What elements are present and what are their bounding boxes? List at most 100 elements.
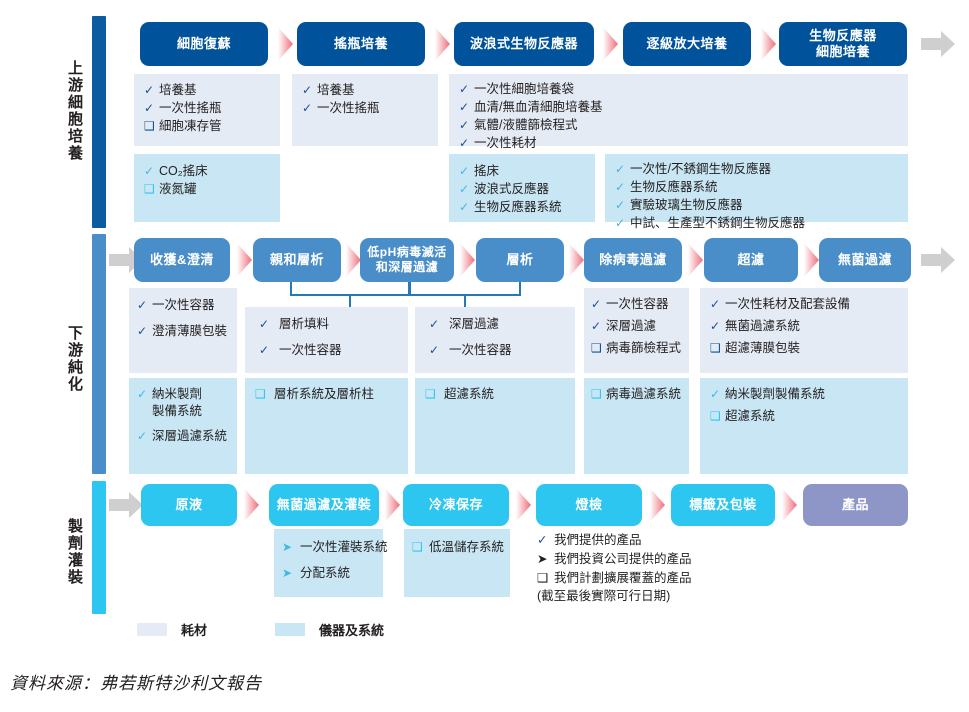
list-item: ➤分配系統 [282, 565, 351, 580]
step-pill-label: 生物反應器 細胞培養 [809, 27, 877, 59]
list-item: ❑超濾薄膜包裝 [710, 340, 801, 355]
instrument-panel: ❑層析系統及層析柱 [245, 378, 408, 474]
legend-instruments: 儀器及系統 [275, 620, 384, 639]
check-icon: ✓ [615, 179, 626, 194]
item-list: ✓納米製劑製備系統 ❑超濾系統 [700, 378, 908, 425]
step-pill-scale-up[interactable]: 逐級放大培養 [623, 22, 751, 66]
list-item: ✓一次性/不銹鋼生物反應器 [615, 162, 771, 176]
list-item: ✓深層過濾 [591, 318, 657, 333]
consumable-panel: ✓深層過濾 ✓一次性容器 [415, 307, 575, 373]
check-icon: ✓ [137, 323, 148, 338]
check-icon: ✓ [459, 82, 470, 96]
step-pill-low-ph-inactivation[interactable]: 低pH病毒滅活 和深層過濾 [360, 238, 454, 282]
key-row: ➤我們投資公司提供的產品 [537, 550, 797, 569]
item-list: ✓一次性/不銹鋼生物反應器 ✓生物反應器系統 ✓實驗玻璃生物反應器 ✓中試、生產… [605, 154, 908, 232]
step-pill-sterile-filtration[interactable]: 無菌過濾 [819, 238, 911, 282]
chevron-separator-icon [569, 243, 584, 277]
check-icon: ✓ [137, 428, 148, 443]
list-item: ✓層析填料 [259, 317, 330, 331]
list-item: ✓一次性容器 [591, 297, 669, 311]
stage-bar-upstream [92, 16, 106, 228]
step-pill-cell-recovery[interactable]: 細胞復蘇 [140, 22, 268, 66]
instrument-panel: ✓納米製劑 製備系統 ✓深層過濾系統 [129, 378, 237, 474]
list-item: ✓生物反應器系統 [615, 179, 718, 194]
step-pill-frozen-storage[interactable]: 冷凍保存 [403, 484, 509, 526]
step-pill-bioreactor-culture[interactable]: 生物反應器 細胞培養 [779, 22, 907, 66]
chevron-separator-icon [244, 488, 259, 522]
source-note: 資料來源：弗若斯特沙利文報告 [10, 674, 262, 693]
step-pill-sterile-filtration-filling[interactable]: 無菌過濾及灌裝 [269, 484, 379, 526]
step-pill-product[interactable]: 產品 [803, 484, 908, 526]
list-item: ✓一次性搖瓶 [144, 100, 222, 115]
item-list: ❑層析系統及層析柱 [245, 378, 408, 403]
step-pill-affinity-chromatography[interactable]: 親和層析 [253, 238, 341, 282]
instrument-panel: ✓納米製劑製備系統 ❑超濾系統 [700, 378, 908, 474]
step-pill-chromatography[interactable]: 層析 [476, 238, 564, 282]
row-label-formulation: 製劑灌裝 [66, 518, 83, 586]
list-item: ✓CO₂搖床 [144, 164, 208, 178]
step-pill-shake-flask[interactable]: 搖瓶培養 [297, 22, 425, 66]
check-icon: ✓ [615, 197, 626, 212]
check-icon: ✓ [615, 215, 626, 230]
chevron-separator-icon [782, 488, 797, 522]
item-list: ❑超濾系統 [415, 378, 575, 403]
chevron-separator-icon [346, 243, 361, 277]
chevron-separator-icon [237, 243, 252, 277]
list-item: ✓澄清薄膜包裝 [137, 323, 228, 338]
chevron-separator-icon [603, 27, 618, 61]
check-icon: ✓ [459, 117, 470, 132]
legend-consumables: 耗材 [137, 620, 207, 639]
check-icon: ✓ [429, 342, 440, 357]
item-list: ❑病毒過濾系統 [584, 378, 689, 403]
list-item: ➤一次性灌裝系統 [282, 540, 388, 554]
list-item: ✓生物反應器系統 [459, 199, 562, 214]
check-icon: ✓ [302, 83, 313, 97]
flow-arrow-icon [921, 31, 955, 57]
consumable-panel: ✓培養基 ✓一次性搖瓶 ❑細胞凍存管 [134, 74, 280, 146]
item-list: ✓層析填料 ✓一次性容器 [245, 307, 408, 359]
item-list: ✓一次性容器 ✓深層過濾 ❑病毒篩檢程式 [584, 288, 689, 357]
check-icon: ✓ [459, 199, 470, 214]
list-item: ✓無菌過濾系統 [710, 318, 801, 333]
check-icon: ✓ [459, 181, 470, 196]
chevron-separator-icon [278, 27, 293, 61]
row-label-upstream: 上游細胞培養 [66, 60, 83, 162]
step-pill-labeling-packaging[interactable]: 標籤及包裝 [671, 484, 775, 526]
list-item: ✓波浪式反應器 [459, 181, 550, 196]
step-pill-ultrafiltration[interactable]: 超濾 [704, 238, 798, 282]
step-pill-virus-filtration[interactable]: 除病毒過濾 [584, 238, 682, 282]
legend-swatch [275, 623, 305, 636]
consumable-panel: ✓一次性容器 ✓深層過濾 ❑病毒篩檢程式 [584, 288, 689, 373]
check-icon: ✓ [302, 100, 313, 115]
chevron-separator-icon [435, 27, 450, 61]
step-pill-harvest-clarification[interactable]: 收獲&澄清 [134, 238, 230, 282]
list-item: ✓培養基 [302, 83, 355, 97]
check-icon: ✓ [259, 342, 270, 357]
list-item: ✓血清/無血清細胞培養基 [459, 99, 603, 114]
key-row: ✓我們提供的產品 [537, 531, 797, 550]
chevron-separator-icon [385, 488, 400, 522]
item-list: ✓CO₂搖床 ❑液氮罐 [134, 154, 280, 198]
step-pill-wave-bioreactor[interactable]: 波浪式生物反應器 [454, 22, 594, 66]
list-item: ✓一次性容器 [137, 298, 215, 312]
list-item: ❑低溫儲存系統 [412, 540, 505, 554]
bracket-connector [290, 282, 410, 308]
item-list: ✓納米製劑 製備系統 ✓深層過濾系統 [129, 378, 237, 445]
list-item: ✓培養基 [144, 83, 197, 97]
item-list: ✓一次性細胞培養袋 ✓血清/無血清細胞培養基 ✓氣體/液體篩檢程式 ✓一次性耗材 [449, 74, 908, 152]
instrument-panel: ❑病毒過濾系統 [584, 378, 689, 474]
item-list: ✓深層過濾 ✓一次性容器 [415, 307, 575, 359]
list-item: ✓氣體/液體篩檢程式 [459, 117, 578, 132]
item-list: ✓培養基 ✓一次性搖瓶 ❑細胞凍存管 [134, 74, 280, 135]
flow-arrow-icon [921, 247, 955, 273]
check-icon: ✓ [429, 317, 440, 331]
step-pill-bulk-drug-substance[interactable]: 原液 [141, 484, 237, 526]
item-list: ✓培養基 ✓一次性搖瓶 [292, 74, 438, 117]
flow-arrow-icon [109, 492, 143, 518]
check-icon: ✓ [137, 387, 148, 401]
chevron-separator-icon [516, 488, 531, 522]
step-pill-visual-inspection[interactable]: 燈檢 [536, 484, 642, 526]
consumable-panel: ✓層析填料 ✓一次性容器 [245, 307, 408, 373]
item-list: ✓一次性容器 ✓澄清薄膜包裝 [129, 288, 237, 340]
